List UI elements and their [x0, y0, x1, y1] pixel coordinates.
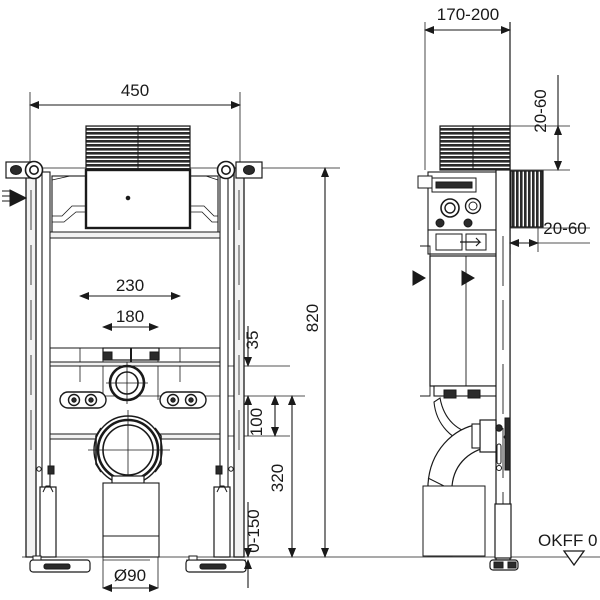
drain-pipe-front — [102, 482, 160, 558]
wc-bolt-plate-left — [59, 391, 107, 409]
leg-post-right — [213, 486, 231, 558]
dim-320-label: 320 — [268, 464, 287, 492]
leg-post-side — [494, 503, 512, 559]
wall-anchor-left — [5, 160, 44, 180]
flush-plate-side — [439, 125, 511, 171]
dim-100-label: 100 — [247, 408, 266, 436]
revision-opening-hatch — [510, 170, 544, 228]
rail-slots — [30, 190, 240, 450]
cistern-access-panel — [84, 168, 192, 230]
dim-230: 230 — [79, 276, 181, 300]
foot-plate-side — [489, 559, 519, 571]
cistern-shoulders — [51, 175, 219, 223]
dim-180-label: 180 — [116, 307, 144, 326]
dim-d90: Ø90 — [102, 566, 159, 592]
front-dimensions: 450 230 180 820 35 100 320 — [29, 81, 329, 592]
dim-450-label: 450 — [121, 81, 149, 100]
flush-inlet-ring — [106, 362, 148, 404]
side-view — [412, 22, 590, 571]
dim-180: 180 — [102, 307, 159, 331]
dim-20-60-front: 20-60 — [509, 219, 590, 247]
dim-820-label: 820 — [303, 304, 322, 332]
flush-pipe-bracket — [102, 347, 160, 362]
datum-label: OKFF 0 — [538, 531, 598, 550]
soil-pipe-elbow-side — [422, 419, 497, 557]
dim-170-200: 170-200 — [424, 5, 511, 34]
dim-35: 35 — [243, 326, 262, 367]
wc-bolt-plate-right — [159, 391, 207, 409]
dim-d90-label: Ø90 — [114, 566, 146, 585]
foot-plate-right — [185, 555, 247, 573]
foot-plate-left — [29, 555, 91, 573]
dim-20-60-top: 20-60 — [531, 75, 562, 171]
dim-170-200-label: 170-200 — [437, 5, 499, 24]
water-supply-arrow — [2, 189, 28, 207]
dim-20-60-top-label: 20-60 — [531, 89, 550, 132]
dim-320: 320 — [268, 395, 296, 558]
dim-35-label: 35 — [243, 331, 262, 350]
dim-0-150: 0-150 — [244, 502, 263, 588]
front-view — [2, 92, 600, 588]
cistern-base-ledge — [49, 231, 221, 239]
leg-post-left — [39, 486, 57, 558]
dim-820: 820 — [303, 167, 329, 558]
datum-marker: OKFF 0 — [538, 531, 598, 567]
wall-anchor-right — [216, 160, 263, 180]
datum-triangle-icon — [562, 550, 586, 567]
dim-20-60-front-label: 20-60 — [543, 219, 586, 238]
soil-pipe-connector — [88, 410, 170, 492]
dim-0-150-label: 0-150 — [244, 509, 263, 552]
dim-100: 100 — [244, 395, 279, 437]
side-dimensions: 170-200 20-60 20-60 OKFF 0 — [424, 5, 598, 567]
crossbar-upper — [49, 361, 221, 367]
dim-230-label: 230 — [116, 276, 144, 295]
dim-450: 450 — [29, 81, 241, 109]
